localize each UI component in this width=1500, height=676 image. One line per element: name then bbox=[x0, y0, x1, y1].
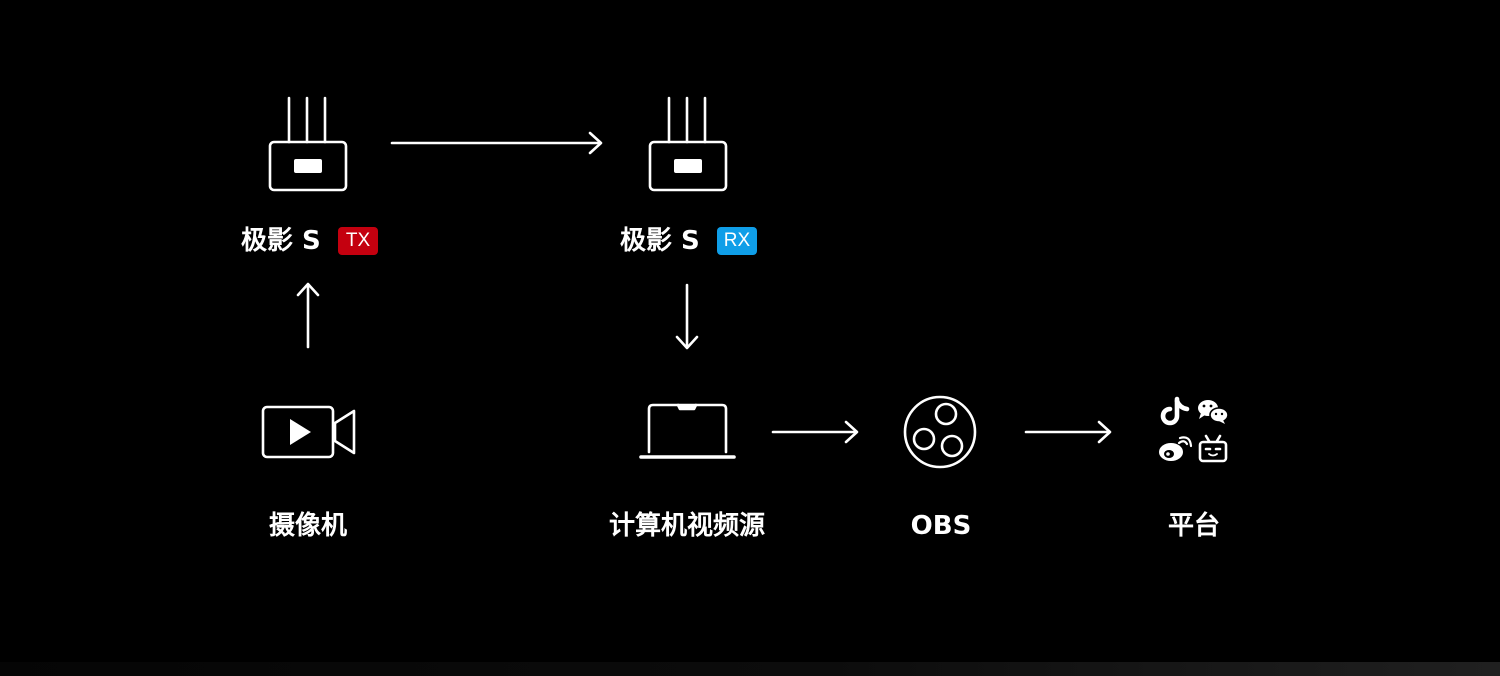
arrow-obs-to-platform bbox=[1024, 420, 1112, 444]
platform-label: 平台 bbox=[1167, 511, 1221, 541]
computer-source-label: 计算机视频源 bbox=[608, 511, 766, 541]
wechat-icon bbox=[1198, 400, 1229, 424]
weibo-icon bbox=[1159, 436, 1193, 461]
tiktok-icon bbox=[1160, 396, 1190, 426]
arrow-camera-to-tx bbox=[296, 282, 320, 349]
video-camera-icon bbox=[261, 405, 356, 459]
laptop-icon bbox=[639, 403, 736, 459]
tx-badge: TX bbox=[338, 227, 378, 255]
wireless-receiver-icon bbox=[648, 96, 728, 192]
rx-device-name: 极影 S bbox=[620, 226, 700, 256]
bottom-gradient-band bbox=[0, 662, 1500, 676]
arrow-computer-to-obs bbox=[771, 420, 859, 444]
wireless-transmitter-icon bbox=[268, 96, 348, 192]
obs-logo-icon bbox=[903, 395, 977, 469]
rx-badge: RX bbox=[717, 227, 757, 255]
camera-label: 摄像机 bbox=[268, 511, 348, 541]
arrow-tx-to-rx bbox=[390, 131, 603, 155]
bilibili-icon bbox=[1198, 434, 1228, 463]
arrow-rx-to-computer bbox=[675, 283, 699, 350]
obs-label: OBS bbox=[910, 511, 972, 541]
tx-device-name: 极影 S bbox=[241, 226, 321, 256]
